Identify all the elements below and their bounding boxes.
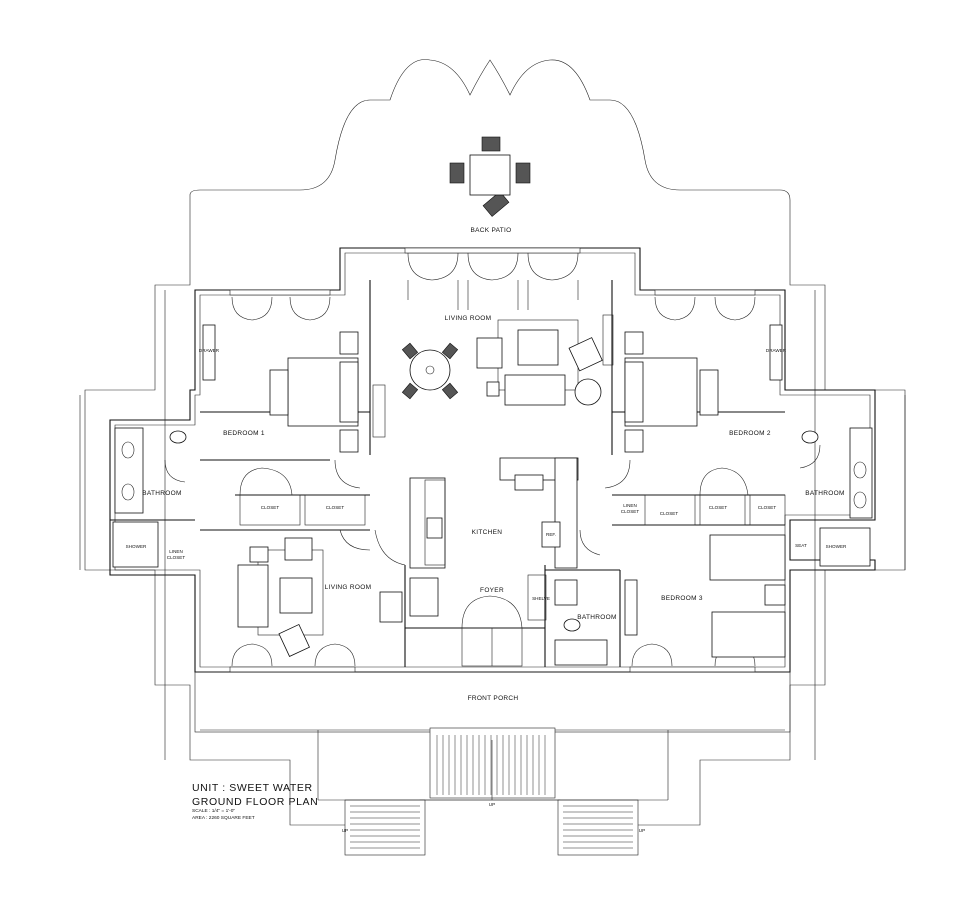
kitchen-counters bbox=[409, 457, 579, 569]
label-drawer-right: DRAWER bbox=[766, 348, 787, 353]
label-closet-1: CLOSET bbox=[261, 505, 280, 510]
label-bathroom-right: BATHROOM bbox=[805, 490, 844, 497]
title-plan-name: GROUND FLOOR PLAN bbox=[192, 796, 318, 808]
label-shelve: SHELVE bbox=[532, 596, 550, 601]
label-closet-4: CLOSET bbox=[709, 505, 728, 510]
bedroom-window-swings bbox=[164, 296, 821, 667]
label-up-left: UP bbox=[342, 828, 348, 833]
label-shower-left: SHOWER bbox=[126, 544, 147, 549]
sofa-group bbox=[372, 314, 614, 438]
label-up-right: UP bbox=[639, 828, 645, 833]
bedroom-3-furniture bbox=[624, 534, 786, 658]
title-unit: UNIT : SWEET WATER bbox=[192, 782, 313, 794]
label-front-porch: FRONT PORCH bbox=[468, 695, 519, 702]
label-ref: REF. bbox=[546, 532, 556, 537]
closets bbox=[239, 494, 786, 621]
label-bedroom-1: BEDROOM 1 bbox=[223, 430, 265, 437]
label-up-center: UP bbox=[489, 802, 495, 807]
interior-wall-offset bbox=[114, 252, 871, 668]
label-seat: SEAT bbox=[795, 543, 807, 548]
label-kitchen: KITCHEN bbox=[472, 529, 503, 536]
patio-slab bbox=[79, 290, 906, 760]
title-area: AREA : 2260 SQUARE FEET bbox=[192, 815, 255, 821]
label-bedroom-2: BEDROOM 2 bbox=[729, 430, 771, 437]
patio-table-set bbox=[449, 136, 531, 217]
front-entry-doors bbox=[461, 595, 523, 667]
label-living-room-main: LIVING ROOM bbox=[445, 315, 492, 322]
label-living-room-left: LIVING ROOM bbox=[325, 584, 372, 591]
label-linen-left: LINEN bbox=[169, 549, 183, 554]
label-closet-2: CLOSET bbox=[326, 505, 345, 510]
label-closet-3: CLOSET bbox=[660, 511, 679, 516]
title-scale: SCALE : 1/4" = 1'-0" bbox=[192, 808, 235, 814]
bathroom-fixtures bbox=[112, 427, 873, 666]
windows bbox=[229, 247, 756, 673]
front-porch bbox=[194, 671, 791, 856]
label-drawer-left: DRAWER bbox=[199, 348, 220, 353]
label-back-patio: BACK PATIO bbox=[470, 227, 511, 234]
label-shower-right: SHOWER bbox=[826, 544, 847, 549]
label-closet-5: CLOSET bbox=[758, 505, 777, 510]
living-room-left-furniture bbox=[237, 537, 439, 657]
label-linen-closet-right: CLOSET bbox=[621, 509, 640, 514]
label-bathroom-center: BATHROOM bbox=[577, 614, 616, 621]
dining-table bbox=[401, 342, 459, 400]
label-linen-closet-left: CLOSET bbox=[167, 555, 186, 560]
label-bedroom-3: BEDROOM 3 bbox=[661, 595, 703, 602]
patio-boundary bbox=[84, 59, 906, 826]
french-doors-back bbox=[407, 252, 579, 310]
exterior-wall bbox=[109, 247, 876, 673]
bedroom-1-furniture bbox=[202, 324, 359, 453]
label-foyer: FOYER bbox=[480, 587, 504, 594]
label-bathroom-left: BATHROOM bbox=[142, 490, 181, 497]
bedroom-2-furniture bbox=[624, 324, 783, 453]
label-linen-right: LINEN bbox=[623, 503, 637, 508]
